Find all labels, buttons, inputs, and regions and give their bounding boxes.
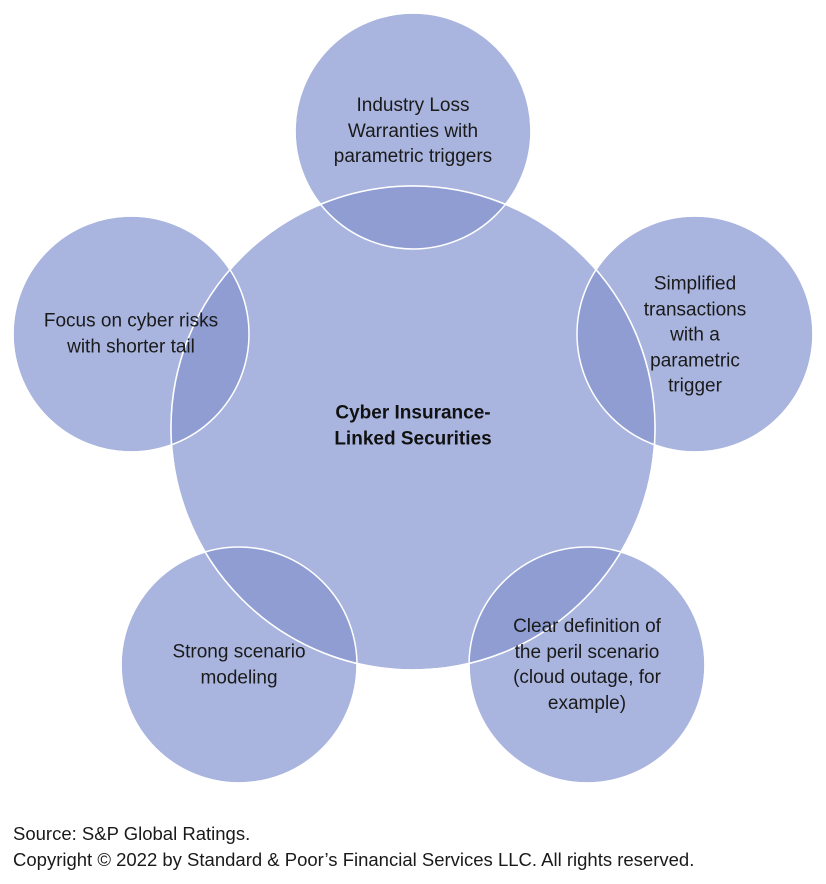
node-label-bottom-left: Strong scenario modeling	[172, 641, 306, 689]
left-outline	[12, 215, 250, 453]
top-outline	[294, 12, 532, 250]
center-label: Cyber Insurance-Linked Securities	[334, 402, 492, 450]
node-label-left: Focus on cyber risks with shorter tail	[43, 310, 219, 358]
node-label-top: Industry Loss Warranties with parametric…	[333, 94, 493, 167]
source-note: Source: S&P Global Ratings.	[13, 823, 251, 844]
copyright-note: Copyright © 2022 by Standard & Poor’s Fi…	[13, 849, 695, 870]
bottom-right-outline	[468, 546, 706, 784]
node-label-right: Simplified transactions with a parametri…	[643, 273, 747, 397]
node-label-bottom-right: Clear definition of the peril scenario (…	[513, 616, 661, 714]
bottom-left-outline	[120, 546, 358, 784]
right-outline	[576, 215, 814, 453]
center-outline	[170, 185, 656, 671]
diagram-canvas	[12, 12, 814, 784]
